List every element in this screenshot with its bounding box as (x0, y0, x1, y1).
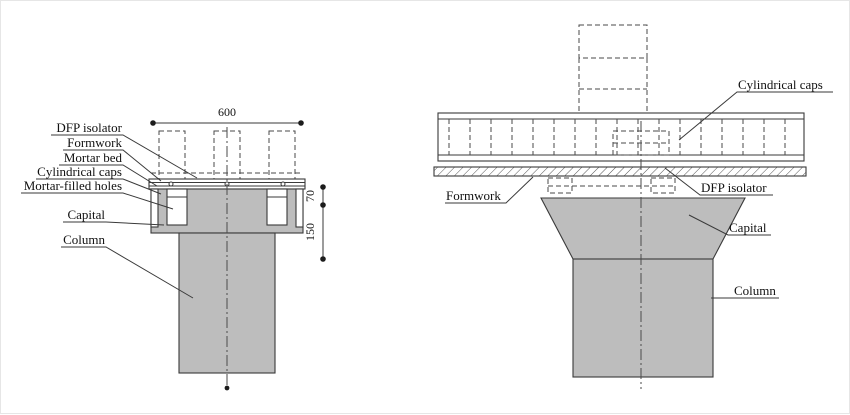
formwork-side-left (150, 188, 159, 228)
pier-above-dashed (578, 24, 648, 113)
right-view: Cylindrical caps Formwork DFP isolator C… (433, 24, 833, 389)
label-formwork-right: Formwork (445, 176, 534, 204)
leader-line (688, 214, 771, 236)
label-text: Formwork (67, 135, 122, 150)
leader-line (664, 167, 773, 196)
column-shape-right (572, 258, 714, 378)
left-view: 600 (21, 105, 326, 391)
leader-line (59, 164, 158, 187)
label-mortar-bed: Mortar bed (59, 150, 158, 187)
leader-line (36, 178, 162, 195)
label-column-left: Column (61, 232, 194, 299)
label-column-right: Column (711, 283, 779, 299)
label-text: Column (734, 283, 776, 298)
dim-dot (298, 120, 304, 126)
leader-line (63, 149, 162, 182)
label-text: DFP isolator (701, 180, 767, 195)
leader-line (61, 246, 194, 299)
leader-line (63, 221, 165, 226)
label-text: Formwork (446, 188, 501, 203)
label-formwork-left: Formwork (63, 135, 162, 182)
dim-upper-value: 70 (303, 190, 317, 202)
label-text: Column (63, 232, 105, 247)
deck-girder (437, 112, 805, 162)
dim-lower-value: 150 (303, 223, 317, 241)
mortar-filled-hole-right (266, 188, 288, 226)
formwork-strip (433, 166, 807, 177)
leader-line (51, 134, 198, 179)
label-text: Mortar-filled holes (24, 178, 122, 193)
leader-line (21, 192, 174, 210)
label-cylindrical-caps-left: Cylindrical caps (36, 164, 162, 195)
leader-line (678, 91, 833, 141)
caps-below-strip (547, 177, 676, 194)
dim-heights: 70 150 (303, 184, 326, 262)
centerline-dot (224, 385, 230, 391)
label-text: Capital (729, 220, 767, 235)
label-text: Cylindrical caps (37, 164, 122, 179)
label-text: Mortar bed (64, 150, 123, 165)
label-text: DFP isolator (56, 120, 122, 135)
leader-line (445, 176, 534, 204)
formwork-side-right (295, 188, 304, 228)
label-mortar-filled-holes: Mortar-filled holes (21, 178, 174, 210)
label-text: Cylindrical caps (738, 77, 823, 92)
label-dfp-isolator-left: DFP isolator (51, 120, 198, 179)
label-cylindrical-caps-right: Cylindrical caps (678, 77, 833, 141)
dim-dot (150, 120, 156, 126)
label-dfp-isolator-right: DFP isolator (664, 167, 773, 196)
dim-width-value: 600 (218, 105, 236, 119)
dim-width: 600 (150, 105, 304, 126)
label-text: Capital (67, 207, 105, 222)
label-capital-left: Capital (63, 207, 165, 226)
mortar-filled-hole-left (166, 188, 188, 226)
label-capital-right: Capital (688, 214, 771, 236)
